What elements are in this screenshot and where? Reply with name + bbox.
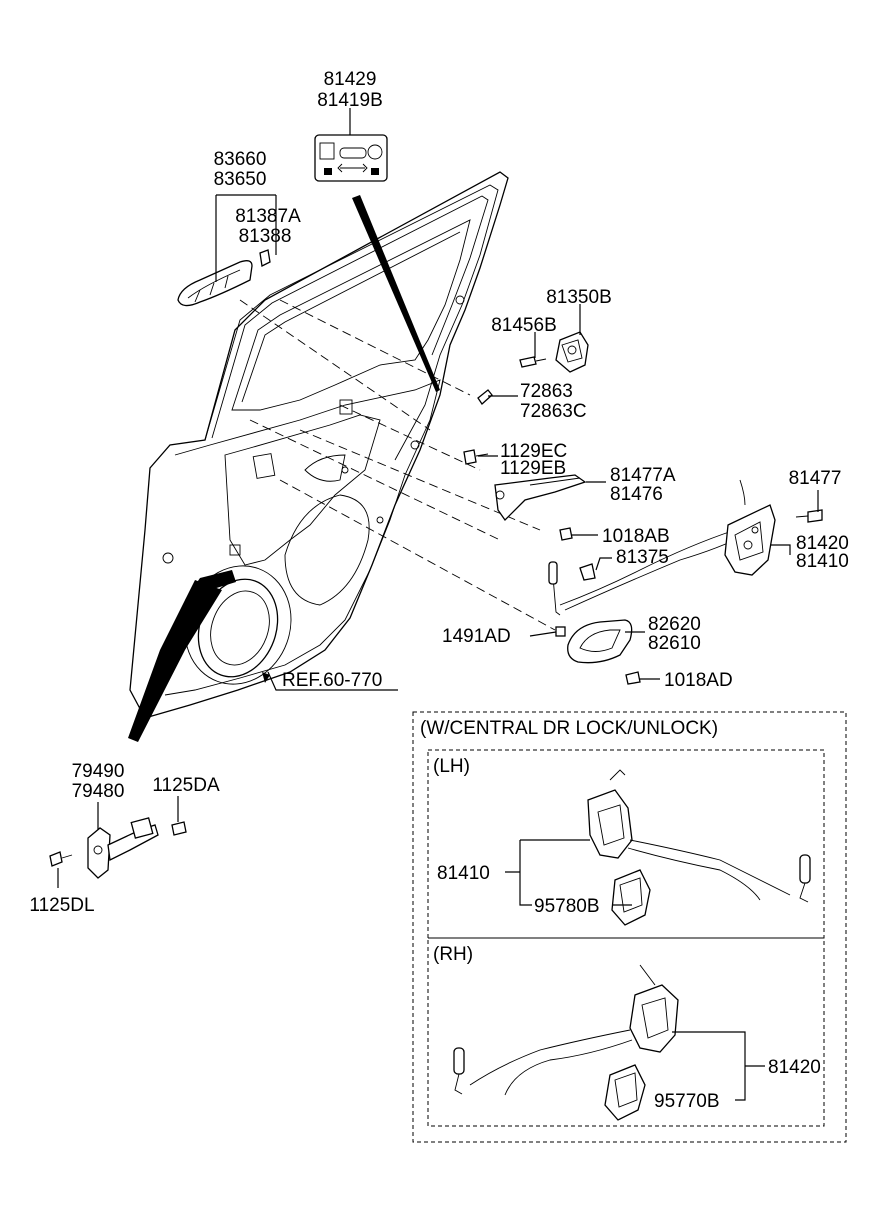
- rh-actuator: [604, 1064, 646, 1121]
- label-1491ad: 1491AD: [442, 626, 511, 647]
- door-checker: [87, 817, 159, 879]
- label-lh-95780b: 95780B: [534, 896, 600, 917]
- label-79480: 79480: [72, 781, 125, 802]
- label-81387a: 81387A: [235, 206, 301, 227]
- label-1129ec: 1129EC: [500, 441, 567, 462]
- part-labels: 81429 81419B 83660 83650 81387A 81388 81…: [29, 69, 848, 1112]
- label-81476: 81476: [610, 484, 663, 505]
- bracket-screw: [519, 356, 547, 368]
- label-81419b: 81419B: [317, 90, 383, 111]
- label-83650: 83650: [214, 169, 267, 190]
- inset-lh-title: (LH): [433, 756, 470, 777]
- door-latch: [724, 479, 776, 576]
- handle-bolt: [259, 249, 271, 267]
- cable-clip: [579, 563, 596, 581]
- label-81420: 81420: [796, 533, 849, 554]
- screw-1018ab: [559, 527, 573, 541]
- latch-screw: [795, 509, 823, 523]
- label-72863: 72863: [520, 381, 573, 402]
- inside-handle-lever: [494, 474, 587, 522]
- rh-latch: [453, 964, 679, 1096]
- latch-bracket: [555, 331, 589, 373]
- lh-actuator: [611, 869, 651, 926]
- label-ref: REF.60-770: [282, 670, 382, 691]
- label-81477: 81477: [789, 468, 842, 489]
- label-rh-81420: 81420: [768, 1057, 821, 1078]
- label-81456b: 81456B: [491, 315, 557, 336]
- callout-lines: [57, 108, 819, 888]
- label-lh-81410: 81410: [437, 863, 490, 884]
- bolt-1129: [463, 449, 489, 465]
- label-81350b: 81350B: [546, 287, 612, 308]
- checker-bolt-upper: [171, 821, 187, 836]
- label-1125dl: 1125DL: [29, 895, 94, 916]
- label-81477a: 81477A: [610, 465, 676, 486]
- label-rh-95770b: 95770B: [654, 1091, 720, 1112]
- inset-title: (W/CENTRAL DR LOCK/UNLOCK): [420, 718, 718, 739]
- label-82620: 82620: [648, 614, 701, 635]
- label-1018ad: 1018AD: [664, 670, 733, 691]
- inset-rh-title: (RH): [433, 944, 473, 965]
- label-81375: 81375: [616, 547, 669, 568]
- lh-latch: [587, 769, 811, 903]
- label-1018ab: 1018AB: [602, 526, 670, 547]
- label-72863c: 72863C: [520, 401, 587, 422]
- outside-handle: [177, 260, 253, 307]
- label-82610: 82610: [648, 633, 701, 654]
- label-83660: 83660: [214, 149, 267, 170]
- central-lock-inset: [412, 711, 847, 1143]
- rod-clip: [477, 389, 493, 405]
- lock-label-plate: [314, 134, 388, 182]
- label-1129eb: 1129EB: [500, 458, 566, 479]
- label-81429: 81429: [324, 69, 377, 90]
- rear-door-panel: [128, 171, 509, 742]
- label-81410: 81410: [796, 551, 849, 572]
- label-1125da: 1125DA: [152, 775, 220, 796]
- inside-handle: [567, 619, 633, 664]
- label-81388: 81388: [239, 226, 292, 247]
- checker-bolt-lower: [49, 851, 73, 867]
- label-79490: 79490: [72, 761, 125, 782]
- screw-1018ad: [625, 671, 641, 685]
- clip-1491ad: [555, 626, 566, 637]
